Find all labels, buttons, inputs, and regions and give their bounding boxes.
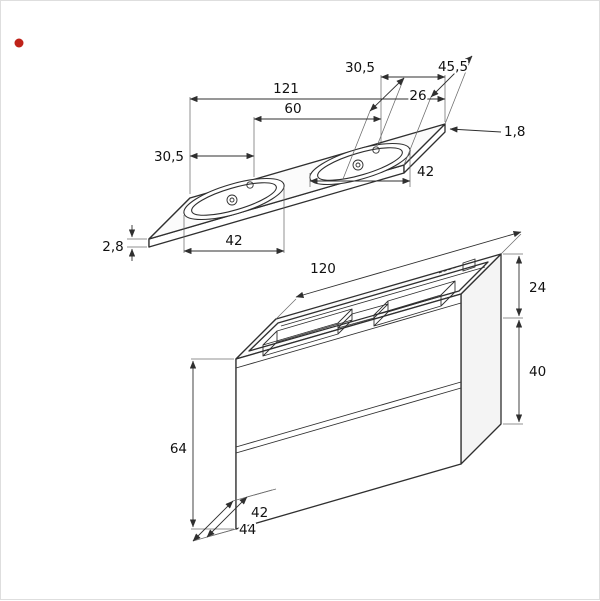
left-basin-drain-inner (229, 197, 235, 203)
dim-basin-depth: 26 (369, 77, 429, 112)
dim-label-44-bottom: 44 (239, 522, 256, 538)
countertop-drawing (148, 123, 446, 248)
dim-label-42-bottom: 42 (251, 505, 268, 521)
dim-label-24: 24 (529, 280, 546, 296)
dim-label-120: 120 (310, 261, 336, 277)
dim-label-60: 60 (284, 101, 301, 117)
drawer-top-gap (235, 302, 462, 369)
dim-cabinet-width: 120 (295, 231, 522, 298)
left-faucet-hole (246, 181, 254, 189)
dim-offset-right: 30,5 (343, 58, 446, 81)
right-basin (309, 142, 411, 186)
dim-basin-width-left: 42 (183, 231, 285, 255)
dim-thickness-left: 2,8 (100, 225, 136, 261)
countertop-dimensions: 121 30,5 60 30,5 45,5 26 1,8 42 (100, 55, 527, 261)
dim-basin-centers: 60 (253, 99, 382, 123)
dim-drawer-front-height: 40 (515, 319, 548, 423)
dim-label-42-right: 42 (417, 164, 434, 180)
cabinet-front-face (235, 293, 462, 530)
dim-label-30-5-right: 30,5 (345, 60, 375, 76)
interior-center-rail (337, 303, 389, 329)
dim-label-121: 121 (273, 81, 299, 97)
cabinet-drawing (235, 253, 502, 530)
dim-depth-total-cabinet: 44 (192, 500, 258, 542)
right-basin-drain-inner (355, 162, 361, 168)
right-faucet-hole (372, 146, 380, 154)
dim-label-1-8: 1,8 (504, 124, 525, 140)
drawer-divider-lower (235, 387, 462, 454)
dim-label-2-8: 2,8 (102, 239, 123, 255)
dim-label-42-left: 42 (225, 233, 242, 249)
countertop-top-face (148, 123, 446, 240)
dim-depth-total: 45,5 (430, 55, 473, 98)
dim-length-total: 121 (189, 79, 446, 103)
dim-label-26: 26 (409, 88, 426, 104)
dim-thickness-right: 1,8 (449, 122, 527, 142)
right-basin-drain-outer (352, 159, 364, 171)
drawer-divider-upper (235, 381, 462, 448)
dim-label-64: 64 (170, 441, 187, 457)
interior-left-basin-box (262, 308, 353, 357)
dim-basin-width-right: 42 (309, 162, 436, 185)
left-basin-drain-outer (226, 194, 238, 206)
dim-label-40: 40 (529, 364, 546, 380)
dim-offset-left: 30,5 (152, 147, 255, 167)
red-dot-marker (14, 38, 24, 48)
cabinet-dimensions: 64 24 40 120 42 44 (168, 231, 548, 542)
dim-top-height: 24 (515, 255, 548, 317)
dim-label-30-5-left: 30,5 (154, 149, 184, 165)
dim-label-45-5: 45,5 (438, 59, 468, 75)
dim-total-height: 64 (168, 360, 197, 528)
left-basin (183, 177, 285, 221)
